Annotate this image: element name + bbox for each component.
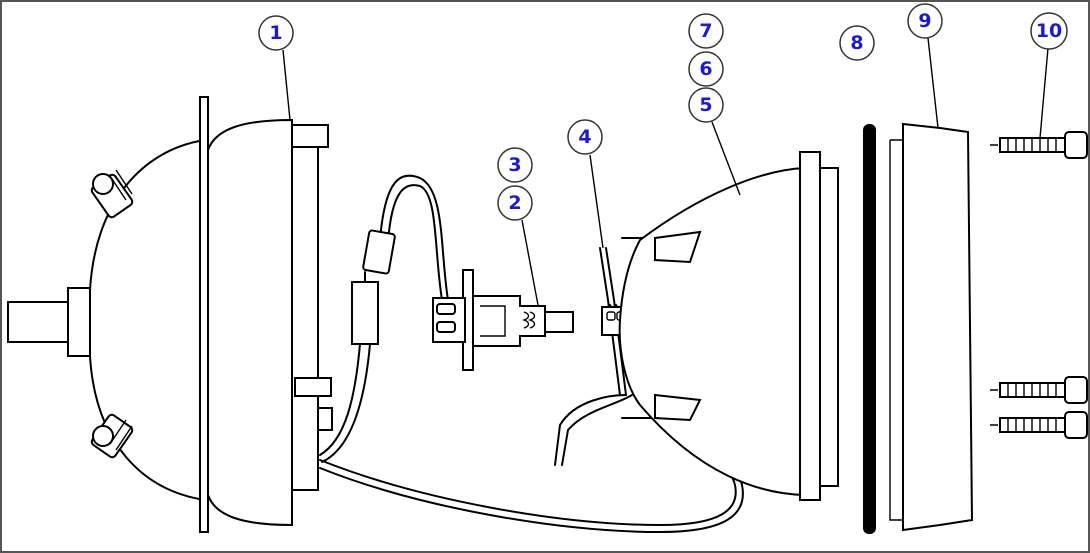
housing-shaft-collar — [67, 287, 91, 357]
callout-label: 7 — [699, 20, 712, 42]
callout-8: 8 — [839, 25, 875, 61]
screw-top — [999, 131, 1088, 159]
housing-rim — [291, 144, 319, 491]
callout-label: 2 — [508, 192, 521, 214]
part-bulb — [432, 269, 574, 371]
bezel-ring — [902, 122, 974, 532]
housing-flange — [199, 96, 209, 533]
leader-lines — [282, 37, 1049, 306]
callout-3: 3 — [497, 147, 533, 183]
housing-shaft — [7, 301, 69, 343]
housing-bucket — [207, 118, 293, 527]
callout-9: 9 — [907, 3, 943, 39]
callout-6: 6 — [688, 51, 724, 87]
wire-connector-small — [362, 229, 396, 275]
part-screws — [990, 131, 1088, 439]
callout-label: 6 — [699, 58, 712, 80]
reflector-bowl — [618, 166, 806, 497]
callout-2: 2 — [497, 185, 533, 221]
callout-label: 9 — [918, 10, 931, 32]
part-reflector — [618, 151, 839, 501]
callout-5: 5 — [688, 87, 724, 123]
bulb-body — [472, 295, 546, 347]
callout-label: 5 — [699, 94, 712, 116]
screw-middle — [999, 376, 1088, 404]
callout-10: 10 — [1030, 12, 1068, 50]
reflector-lens-rim — [799, 151, 821, 501]
callout-1: 1 — [258, 15, 294, 51]
housing-tab-top — [291, 124, 329, 148]
bulb-glass — [544, 311, 574, 333]
callout-7: 7 — [688, 13, 724, 49]
housing-lower-nut — [90, 413, 134, 459]
callout-label: 3 — [508, 154, 521, 176]
callout-label: 10 — [1036, 20, 1062, 42]
wire-inline-plug — [351, 281, 379, 345]
part-gasket — [863, 124, 876, 534]
callout-label: 1 — [269, 22, 282, 44]
callout-4: 4 — [567, 119, 603, 155]
part-housing — [7, 96, 333, 533]
reflector-lens-face — [819, 167, 839, 487]
callout-label: 4 — [578, 126, 591, 148]
callout-label: 8 — [850, 32, 863, 54]
reflector-tab-lower — [654, 393, 702, 422]
part-bezel — [889, 122, 974, 532]
housing-tab-low — [317, 407, 333, 431]
reflector-tab-upper — [654, 230, 702, 264]
screw-bottom — [999, 411, 1088, 439]
housing-tab-mid — [294, 377, 332, 397]
housing-upper-nut — [90, 169, 134, 219]
